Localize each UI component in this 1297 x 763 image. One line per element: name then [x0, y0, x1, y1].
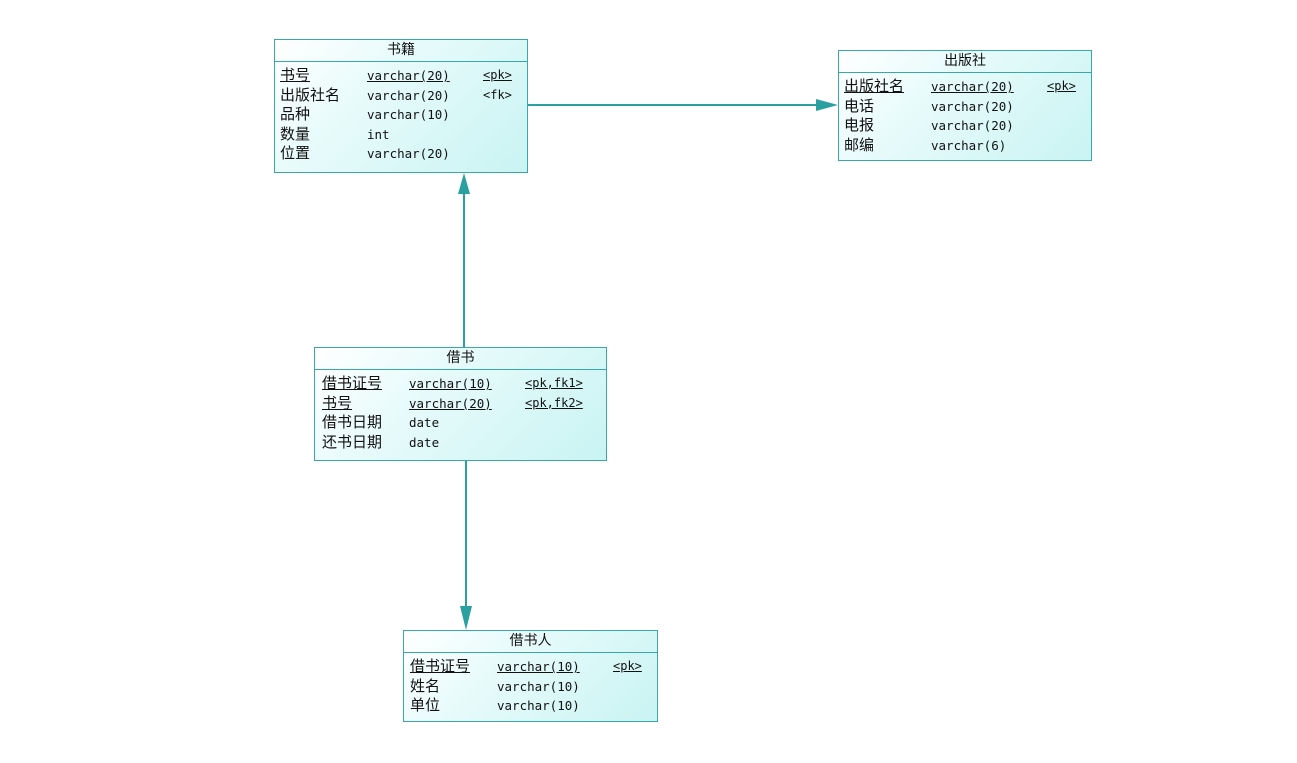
entity-borrow-attr-row[interactable]: 借书证号 varchar(10) <pk,fk1> — [315, 374, 606, 394]
attr-type: varchar(20) — [367, 146, 450, 161]
entity-publisher-attr-row[interactable]: 电报 varchar(20) — [839, 116, 1091, 136]
attr-type: varchar(10) — [409, 376, 492, 391]
rel-borrow-books-arrowhead — [458, 173, 470, 194]
entity-borrow-attr-row[interactable]: 书号 varchar(20) <pk,fk2> — [315, 394, 606, 414]
entity-books-attr-row[interactable]: 数量 int — [275, 125, 527, 145]
attr-name: 位置 — [280, 144, 311, 162]
attr-type: date — [409, 415, 440, 430]
attr-type: varchar(6) — [931, 137, 1007, 153]
entity-borrow-attr-row[interactable]: 借书日期 date — [315, 413, 606, 433]
rel-books-publisher[interactable] — [528, 99, 838, 111]
rel-books-publisher-arrowhead — [816, 99, 838, 111]
attr-name: 邮编 — [844, 135, 875, 154]
attr-key: <fk> — [483, 87, 512, 102]
entity-publisher-attr-row[interactable]: 邮编 varchar(6) — [839, 136, 1091, 156]
attr-name: 书号 — [322, 393, 353, 412]
attr-type: date — [409, 434, 440, 450]
attr-key: <pk> — [483, 68, 512, 82]
entity-borrower-attr-row[interactable]: 姓名 varchar(10) — [404, 677, 657, 697]
attr-name: 借书日期 — [322, 413, 383, 431]
entity-books-attr-row[interactable]: 位置 varchar(20) — [275, 144, 527, 164]
attr-name: 单位 — [410, 696, 441, 714]
attr-key: <pk,fk1> — [525, 376, 583, 390]
entity-borrower[interactable]: 借书人 借书证号 varchar(10) <pk> 姓名 varchar(10)… — [403, 630, 658, 722]
attr-name: 电报 — [844, 116, 875, 134]
entity-borrow[interactable]: 借书 借书证号 varchar(10) <pk,fk1> 书号 varchar(… — [314, 347, 607, 461]
entity-publisher-title: 出版社 — [839, 51, 1091, 73]
attr-type: varchar(20) — [931, 79, 1014, 94]
attr-name: 姓名 — [410, 676, 441, 695]
entity-borrower-attr-row[interactable]: 单位 varchar(10) — [404, 696, 657, 716]
attr-type: varchar(20) — [367, 68, 450, 83]
entity-books-attr-row[interactable]: 出版社名 varchar(20) <fk> — [275, 86, 527, 106]
attr-type: varchar(10) — [497, 698, 580, 713]
attr-name: 出版社名 — [280, 85, 341, 104]
entity-borrower-title: 借书人 — [404, 631, 657, 653]
attr-type: varchar(10) — [367, 107, 450, 122]
attr-key: <pk> — [613, 659, 642, 673]
entity-books-title: 书籍 — [275, 40, 527, 62]
attr-type: varchar(10) — [497, 678, 580, 694]
entity-borrow-title: 借书 — [315, 348, 606, 370]
entity-publisher-attr-row[interactable]: 电话 varchar(20) — [839, 97, 1091, 117]
attr-type: varchar(20) — [367, 87, 450, 103]
attr-type: varchar(20) — [931, 118, 1014, 133]
attr-name: 品种 — [280, 105, 311, 123]
attr-name: 书号 — [280, 66, 311, 84]
attr-name: 电话 — [844, 96, 875, 115]
attr-type: varchar(20) — [409, 395, 492, 411]
attr-type: int — [367, 126, 390, 142]
rel-borrow-borrower[interactable] — [460, 461, 472, 630]
entity-publisher[interactable]: 出版社 出版社名 varchar(20) <pk> 电话 varchar(20)… — [838, 50, 1092, 161]
entity-books-attr-row[interactable]: 书号 varchar(20) <pk> — [275, 66, 527, 86]
attr-name: 数量 — [280, 124, 311, 143]
attr-name: 还书日期 — [322, 432, 383, 451]
entity-borrow-attr-row[interactable]: 还书日期 date — [315, 433, 606, 453]
entity-books[interactable]: 书籍 书号 varchar(20) <pk> 出版社名 varchar(20) … — [274, 39, 528, 173]
attr-type: varchar(10) — [497, 659, 580, 674]
attr-name: 借书证号 — [322, 374, 383, 392]
attr-name: 借书证号 — [410, 657, 471, 675]
attr-key: <pk> — [1047, 79, 1076, 93]
attr-name: 出版社名 — [844, 77, 905, 95]
rel-borrow-books[interactable] — [458, 173, 470, 347]
entity-publisher-attr-row[interactable]: 出版社名 varchar(20) <pk> — [839, 77, 1091, 97]
entity-borrower-attr-row[interactable]: 借书证号 varchar(10) <pk> — [404, 657, 657, 677]
entity-books-attr-row[interactable]: 品种 varchar(10) — [275, 105, 527, 125]
attr-key: <pk,fk2> — [525, 395, 583, 410]
rel-borrow-borrower-arrowhead — [460, 606, 472, 630]
attr-type: varchar(20) — [931, 98, 1014, 114]
